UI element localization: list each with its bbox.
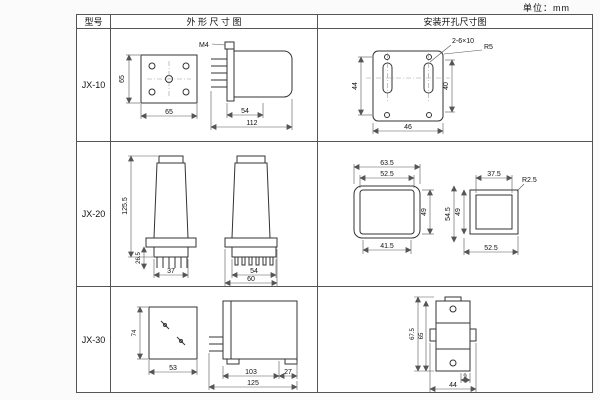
dim-jx20-m2-radius: R2.5 xyxy=(522,177,537,184)
dim-jx10-side-length: 112 xyxy=(246,120,257,127)
dim-jx10-hole-width: 46 xyxy=(404,124,412,131)
jx10-mounting-dims xyxy=(358,44,483,134)
jx30-mounting-drawing: 67.5 65 9 44 xyxy=(410,296,477,392)
cell-jx10-mounting: 2-6×10 R5 44 40 46 xyxy=(318,29,592,142)
jx10-mounting-panel xyxy=(366,50,450,122)
dim-jx20-pin-height: 26.5 xyxy=(136,252,142,264)
dimension-table: 型号 外 形 尺 寸 图 安装开孔尺寸图 JX-10 65 65 xyxy=(76,14,593,393)
header-outline: 外 形 尺 寸 图 xyxy=(111,15,318,29)
dim-jx10-hole-left: 44 xyxy=(352,82,359,90)
dim-jx20-m2-bottom-width: 52.5 xyxy=(484,245,498,252)
jx10-front-dims xyxy=(126,54,198,119)
jx10-outline-drawing: 65 65 M4 54 112 xyxy=(119,41,293,130)
dim-jx30-width: 44 xyxy=(449,382,457,389)
cell-jx20-outline: 125.5 26.5 37 54 60 xyxy=(111,142,318,287)
cell-jx30-mounting: 67.5 65 9 44 xyxy=(318,287,592,392)
dim-jx30-side-total: 125 xyxy=(247,380,259,387)
jx30-side-dims xyxy=(208,353,298,390)
model-label-jx30: JX-30 xyxy=(77,287,111,392)
jx20-side-dims xyxy=(224,249,278,286)
dim-jx30-tab-width: 9 xyxy=(463,374,467,380)
jx20-mounting-bracket xyxy=(469,189,519,235)
cell-jx30-outline: 74 53 103 27 125 xyxy=(111,287,318,392)
header-model: 型号 xyxy=(77,15,111,29)
jx20-front-dims xyxy=(128,155,189,278)
cell-jx10-outline: 65 65 M4 54 112 xyxy=(111,29,318,142)
dim-jx10-hole-right: 40 xyxy=(443,82,450,90)
dim-jx10-front-width: 65 xyxy=(165,109,173,116)
jx10-side-view xyxy=(211,41,293,102)
dim-jx10-side-depth: 54 xyxy=(241,108,249,115)
m4-label: M4 xyxy=(199,42,209,49)
dim-jx20-m2-top-width: 37.5 xyxy=(487,171,501,178)
jx10-mounting-drawing: 2-6×10 R5 44 40 46 xyxy=(352,38,493,134)
header-mounting: 安装开孔尺寸图 xyxy=(318,15,592,29)
jx30-side-view xyxy=(209,300,298,365)
dim-jx20-height: 125.5 xyxy=(122,197,129,215)
jx20-mounting-cutout-dims xyxy=(353,164,434,254)
dim-jx20-width: 37 xyxy=(167,268,175,275)
dim-jx30-inner-height: 65 xyxy=(419,332,425,339)
dim-jx20-side-inner: 54 xyxy=(250,268,258,275)
jx20-outline-drawing: 125.5 26.5 37 54 60 xyxy=(122,155,278,286)
model-label-jx20: JX-20 xyxy=(77,142,111,287)
jx20-mounting-cutout xyxy=(353,185,421,239)
dim-jx30-side-body: 103 xyxy=(245,369,257,376)
jx30-mounting-plate xyxy=(429,296,477,372)
cell-jx20-mounting: 63.5 52.5 49 41.5 37.5 R2.5 54.5 49 52.5 xyxy=(318,142,592,287)
jx10-front-view xyxy=(140,54,198,104)
dim-jx20-m1-outer-width: 63.5 xyxy=(380,160,394,167)
corner-radius-label: R5 xyxy=(484,44,493,51)
jx20-front-view xyxy=(145,155,197,268)
jx10-side-dims xyxy=(210,91,293,130)
dim-jx10-front-height: 65 xyxy=(119,75,126,83)
model-label-jx10: JX-10 xyxy=(77,29,111,142)
dim-jx30-front-height: 74 xyxy=(132,329,138,336)
jx30-mounting-dims xyxy=(414,296,477,392)
jx20-mounting-bracket-dims xyxy=(451,175,525,255)
jx20-side-view xyxy=(224,155,278,266)
dim-jx20-m1-bottom-width: 41.5 xyxy=(380,243,394,250)
dim-jx20-m1-inner-width: 52.5 xyxy=(380,171,394,178)
unit-label: 单位：mm xyxy=(523,3,570,13)
dim-jx20-m2-outer-height: 54.5 xyxy=(445,207,452,221)
m4-leader-line xyxy=(211,43,226,46)
slot-size-label: 2-6×10 xyxy=(452,38,474,45)
jx30-front-dims xyxy=(137,306,198,375)
dim-jx20-m1-height: 49 xyxy=(421,208,428,216)
dim-jx30-outer-height: 67.5 xyxy=(410,328,416,340)
dim-jx20-m2-inner-height: 49 xyxy=(455,208,462,216)
jx20-mounting-drawing: 63.5 52.5 49 41.5 37.5 R2.5 54.5 49 52.5 xyxy=(353,160,537,255)
dim-jx20-side-width: 60 xyxy=(247,276,255,283)
dim-jx30-front-width: 53 xyxy=(169,365,177,372)
dim-jx30-side-rear: 27 xyxy=(284,369,292,376)
jx30-outline-drawing: 74 53 103 27 125 xyxy=(132,300,298,390)
jx30-front-view xyxy=(148,306,198,360)
